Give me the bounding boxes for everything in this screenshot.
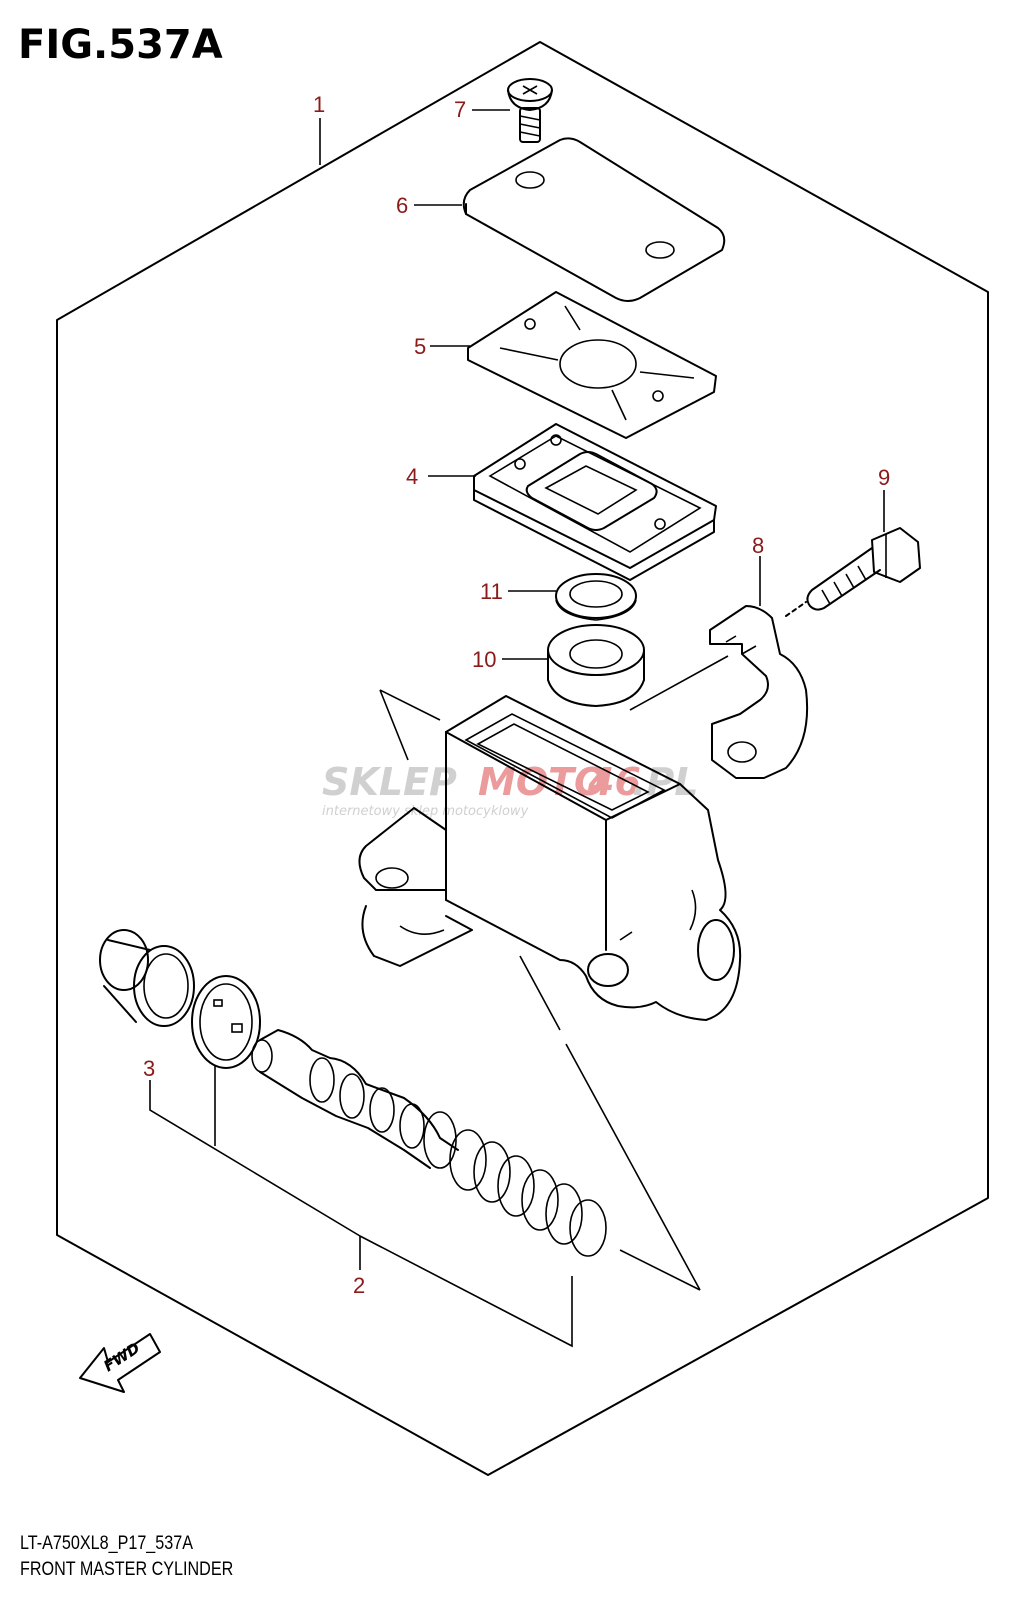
watermark-brand-a: SKLEP (322, 760, 457, 804)
watermark-brand-d: .PL (632, 760, 699, 804)
part-circlip (191, 975, 261, 1069)
assembly-outline (56, 41, 989, 1476)
figure-code: LT-A750XL8_P17_537A (20, 1533, 194, 1554)
callout-9: 9 (878, 465, 890, 490)
part-11-oring (555, 573, 637, 621)
part-piston-spring (251, 1029, 607, 1257)
callout-1: 1 (313, 92, 325, 117)
callout-5: 5 (414, 334, 426, 359)
callout-labels: 1 2 3 4 5 6 7 8 9 10 11 (143, 92, 890, 1298)
fwd-label: FWD (100, 1339, 143, 1375)
callout-3: 3 (143, 1056, 155, 1081)
watermark-tagline: internetowy sklep motocyklowy (322, 804, 529, 819)
callout-8: 8 (752, 533, 764, 558)
leader-lines (149, 109, 885, 1348)
callout-2: 2 (353, 1273, 365, 1298)
part-8-clamp (709, 605, 809, 779)
part-3-boot (99, 929, 195, 1027)
figure-title: FIG.537A (18, 22, 223, 68)
part-7-screw (507, 78, 553, 143)
callout-10: 10 (472, 647, 496, 672)
callout-4: 4 (406, 464, 418, 489)
fwd-arrow-icon: FWD (79, 1333, 161, 1393)
master-cylinder-body (358, 655, 742, 1291)
watermark: SKLEP MOTO 46 .PL internetowy sklep moto… (322, 760, 699, 819)
callout-6: 6 (396, 193, 408, 218)
part-6-reservoir-cap (462, 137, 726, 302)
callout-7: 7 (454, 97, 466, 122)
part-5-plate (467, 291, 717, 439)
callout-11: 11 (480, 579, 503, 604)
part-10-bushing (547, 624, 645, 707)
figure-name: FRONT MASTER CYLINDER (20, 1559, 234, 1580)
part-4-diaphragm (473, 423, 717, 581)
watermark-brand-c: 46 (587, 760, 641, 804)
part-9-bolt (785, 527, 921, 617)
